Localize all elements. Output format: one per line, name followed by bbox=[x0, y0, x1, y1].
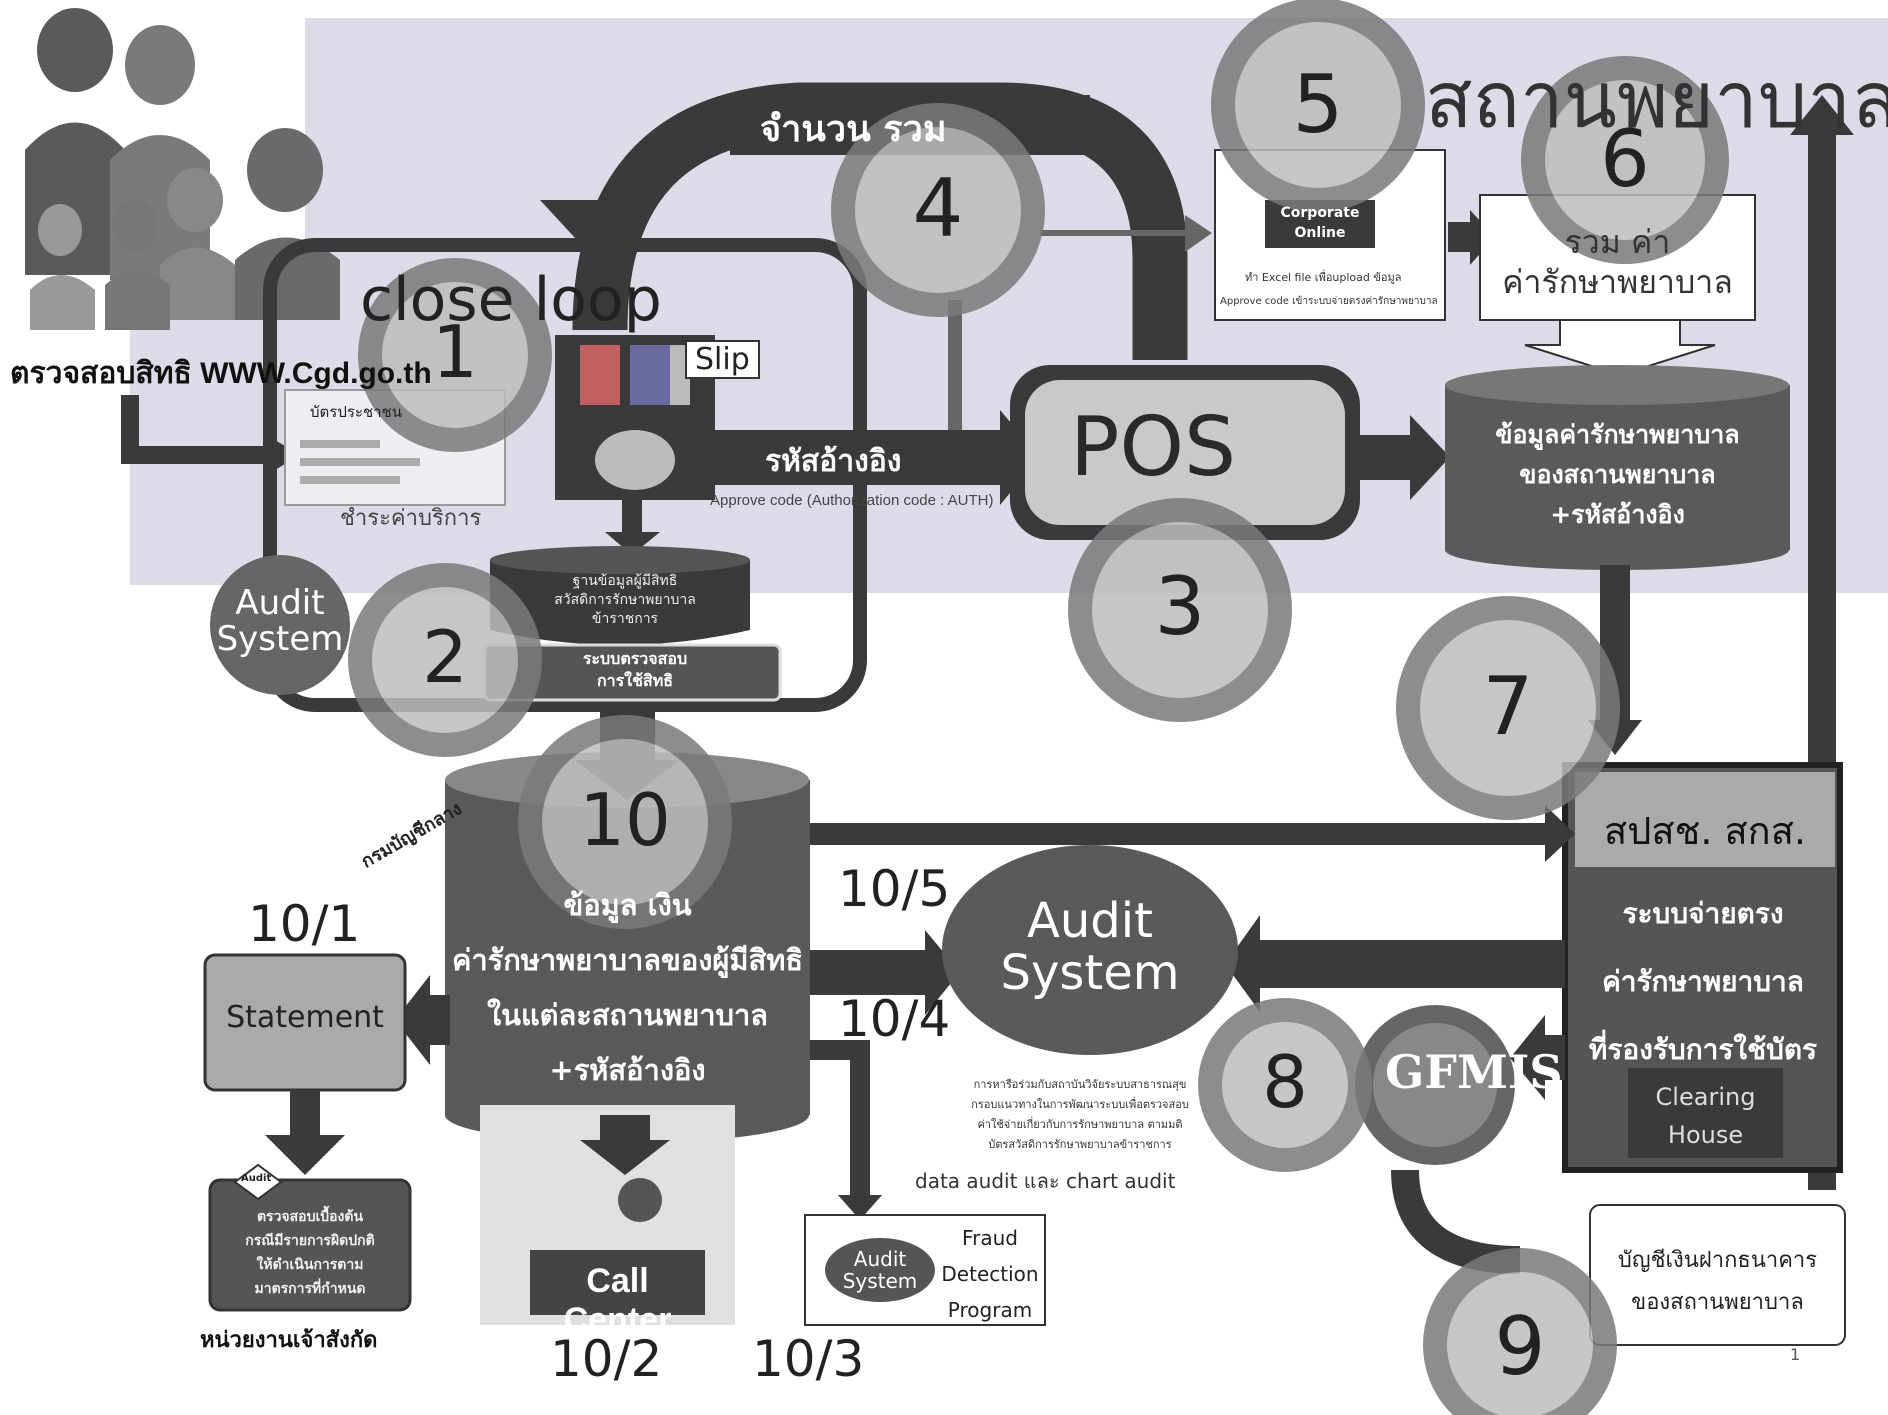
fraud-line: Program bbox=[947, 1298, 1033, 1322]
pos-label: POS bbox=[1070, 400, 1237, 495]
audit-check-box bbox=[208, 1178, 412, 1312]
audit-check-label: ตรวจสอบเบื้องต้น กรณีมีรายการผิดปกติ ให้… bbox=[210, 1205, 410, 1301]
audit-tag: Audit bbox=[241, 1173, 272, 1184]
audit-check-line: มาตรการที่กำหนด bbox=[254, 1281, 366, 1297]
clearing-line: House bbox=[1667, 1121, 1744, 1149]
audit-system-small-label: Audit System bbox=[216, 583, 344, 659]
call-center-label: Call Center bbox=[563, 1262, 672, 1339]
statement-label: Statement bbox=[226, 1000, 384, 1035]
audit-system-small bbox=[210, 555, 350, 695]
agency-label: หน่วยงานเจ้าสังกัด bbox=[200, 1328, 378, 1353]
audit-note-line: ค่าใช้จ่ายเกี่ยวกับการรักษาพยาบาล ตามมติ bbox=[977, 1118, 1183, 1131]
central-db-label: ข้อมูล เงิน ค่ารักษาพยาบาลของผู้มีสิทธิ … bbox=[445, 878, 810, 1098]
total-cost-line: รวม ค่า bbox=[1564, 223, 1671, 261]
central-db-line: ในแต่ละสถานพยาบาล bbox=[486, 998, 769, 1032]
audit-note-line: การหารือร่วมกับสถาบันวิจัยระบบสาธารณสุข bbox=[973, 1078, 1187, 1091]
closed-loop-title: close loop bbox=[360, 265, 662, 335]
rights-check-label: ระบบตรวจสอบ การใช้สิทธิ bbox=[510, 648, 760, 692]
clearing-house-box bbox=[1628, 1068, 1783, 1158]
bank-line: บัญชีเงินฝากธนาคาร bbox=[1617, 1248, 1818, 1273]
rights-check-line: การใช้สิทธิ bbox=[596, 671, 673, 690]
corporate-line: Online bbox=[1294, 225, 1346, 241]
step-7-label: 7 bbox=[1482, 660, 1534, 753]
data-audit-label: data audit และ chart audit bbox=[915, 1169, 1176, 1193]
clearing-line: Clearing bbox=[1655, 1083, 1756, 1111]
audit-system-label: Audit System bbox=[1000, 893, 1180, 1001]
bank-account-box bbox=[1589, 1204, 1846, 1346]
step-5-label: 5 bbox=[1292, 58, 1344, 151]
fraud-line: Detection bbox=[941, 1262, 1039, 1286]
central-db-line: ข้อมูล เงิน bbox=[563, 888, 692, 922]
fraud-detection-label: Fraud Detection Program bbox=[940, 1220, 1040, 1328]
audit-check-line: ให้ดำเนินการตาม bbox=[256, 1257, 364, 1273]
bank-account-label: บัญชีเงินฝากธนาคาร ของสถานพยาบาล bbox=[1590, 1240, 1845, 1324]
central-db-line: +รหัสอ้างอิง bbox=[549, 1053, 706, 1087]
hospital-db-label: ข้อมูลค่ารักษาพยาบาล ของสถานพยาบาล +รหัส… bbox=[1445, 415, 1790, 535]
hospital-db bbox=[1445, 385, 1790, 550]
audit-note-line: กรอบแนวทางในการพัฒนาระบบเพื่อตรวจสอบ bbox=[971, 1098, 1189, 1111]
clearing-house-label: Clearing House bbox=[1628, 1078, 1783, 1154]
rights-db-line: ข้าราชการ bbox=[591, 611, 659, 627]
step-8-label: 8 bbox=[1262, 1040, 1308, 1124]
rights-db-line: สวัสดิการรักษาพยาบาล bbox=[554, 592, 696, 608]
audit-system-ellipse bbox=[942, 845, 1238, 1055]
total-cost-label: รวม ค่า ค่ารักษาพยาบาล bbox=[1480, 222, 1755, 302]
page-number: 1 bbox=[1790, 1345, 1801, 1364]
audit-note-line: บัตรสวัสดิการรักษาพยาบาลข้าราชการ bbox=[988, 1138, 1172, 1151]
direct-pay-label: ระบบจ่ายตรง ค่ารักษาพยาบาล ที่รองรับการใ… bbox=[1568, 880, 1838, 1084]
approve-send-label: Approve code เข้าระบบจ่ายตรงค่ารักษาพยาบ… bbox=[1220, 296, 1438, 307]
rights-db-label: ฐานข้อมูลผู้มีสิทธิ สวัสดิการรักษาพยาบาล… bbox=[500, 572, 750, 629]
sub-label-10-5: 10/5 bbox=[838, 860, 951, 918]
direct-pay-line: ที่รองรับการใช้บัตร bbox=[1588, 1033, 1818, 1066]
rights-check-line: ระบบตรวจสอบ bbox=[582, 649, 688, 668]
hospital-db-line: ข้อมูลค่ารักษาพยาบาล bbox=[1495, 420, 1740, 449]
id-card-label: บัตรประชาชน bbox=[310, 403, 402, 421]
fraud-line: Fraud bbox=[962, 1226, 1018, 1250]
gfmis-label: GFMIS bbox=[1385, 1045, 1563, 1099]
audit-check-line: กรณีมีรายการผิดปกติ bbox=[245, 1233, 375, 1249]
ref-code-label: รหัสอ้างอิง bbox=[765, 444, 902, 479]
step-3-label: 3 bbox=[1154, 560, 1206, 653]
pay-service-label: ชำระค่าบริการ bbox=[340, 506, 482, 531]
bank-line: ของสถานพยาบาล bbox=[1631, 1290, 1804, 1315]
rights-db bbox=[490, 560, 750, 645]
total-cost-line: ค่ารักษาพยาบาล bbox=[1502, 263, 1733, 301]
ref-code-band bbox=[715, 430, 1005, 485]
hospital-title: สถานพยาบาล bbox=[1425, 56, 1888, 146]
direct-pay-line: ค่ารักษาพยาบาล bbox=[1602, 965, 1804, 998]
rights-db-line: ฐานข้อมูลผู้มีสิทธิ bbox=[572, 573, 678, 589]
people-icon bbox=[25, 8, 340, 330]
direct-pay-line: ระบบจ่ายตรง bbox=[1622, 897, 1784, 930]
sub-label-10-3: 10/3 bbox=[752, 1330, 865, 1388]
sub-label-10-4: 10/4 bbox=[838, 990, 951, 1048]
audit-note: การหารือร่วมกับสถาบันวิจัยระบบสาธารณสุข … bbox=[915, 1075, 1245, 1155]
fraud-audit-label: Audit System bbox=[842, 1247, 918, 1293]
corporate-line: Corporate bbox=[1280, 205, 1360, 221]
hospital-db-line: +รหัสอ้างอิง bbox=[1550, 500, 1685, 529]
check-rights-label: ตรวจสอบสิทธิ WWW.Cgd.go.th bbox=[10, 357, 432, 390]
step-1-label: 1 bbox=[432, 310, 478, 394]
top-banner-label: จำนวน รวม bbox=[760, 109, 947, 150]
sub-label-10-1: 10/1 bbox=[248, 895, 361, 953]
central-db-line: ค่ารักษาพยาบาลของผู้มีสิทธิ bbox=[451, 943, 804, 977]
excel-upload-label: ทำ Excel file เพื่อupload ข้อมูล bbox=[1245, 271, 1402, 284]
arc-arrow-down bbox=[540, 200, 660, 265]
sub-label-10-2: 10/2 bbox=[550, 1330, 663, 1388]
slip-label: Slip bbox=[685, 340, 760, 379]
step-4-label: 4 bbox=[912, 162, 964, 255]
approve-code-label: Approve code (Authorization code : AUTH) bbox=[710, 492, 994, 509]
corporate-online-label: Corporate Online bbox=[1268, 203, 1372, 243]
audit-check-line: ตรวจสอบเบื้องต้น bbox=[256, 1209, 364, 1225]
step-9-label: 9 bbox=[1494, 1300, 1546, 1393]
direct-pay-header: สปสช. สกส. bbox=[1604, 809, 1806, 853]
hospital-db-line: ของสถานพยาบาล bbox=[1519, 460, 1716, 489]
step-2-label: 2 bbox=[422, 615, 468, 699]
step-circles bbox=[348, 0, 1729, 1415]
step-6-label: 6 bbox=[1600, 115, 1650, 205]
step-10-label: 10 bbox=[579, 778, 671, 862]
